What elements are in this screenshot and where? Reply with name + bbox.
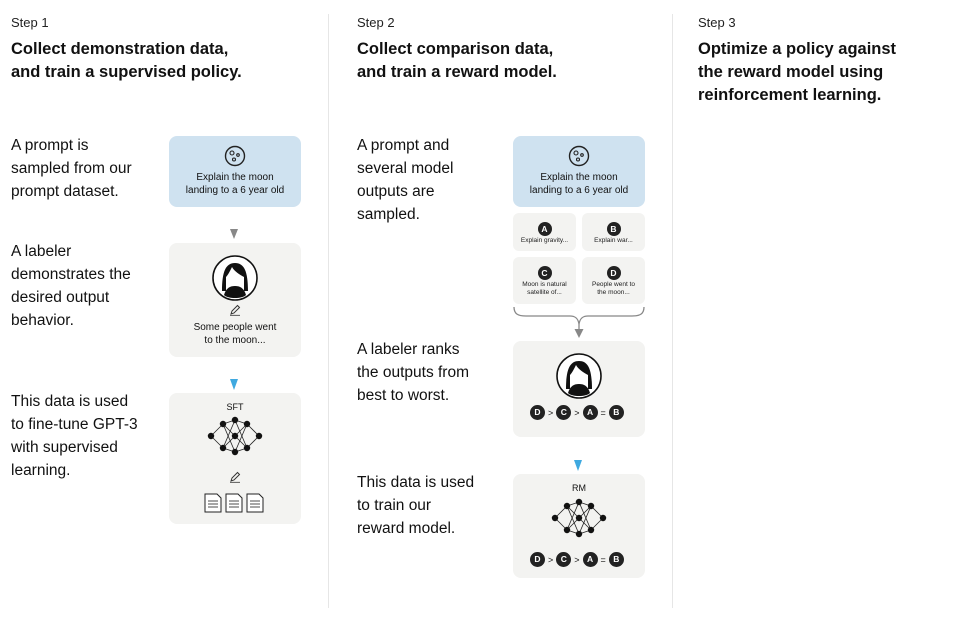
pencil-icon [230, 471, 241, 483]
neural-network-icon [207, 416, 263, 456]
output-letter-d: D [606, 266, 621, 280]
rm-rank-4-badge: B [608, 552, 624, 567]
output-card-d: D People went to the moon... [582, 257, 645, 304]
labeler-avatar-icon [212, 255, 258, 301]
rm-ranking-order: D > C > A = B [530, 552, 624, 567]
rank-op-1: > [548, 407, 554, 418]
step1-arrow-1 [230, 229, 238, 239]
ranking-order: D > C > A = B [530, 405, 624, 420]
step2-arrow-blue [574, 460, 582, 471]
pencil-icon [230, 304, 241, 316]
rm-rank-op-3: = [600, 554, 606, 565]
rank-3-badge: A [582, 405, 598, 420]
output-card-c: C Moon is natural satellite of... [513, 257, 576, 304]
output-card-b: B Explain war... [582, 213, 645, 251]
step1-arrow-2 [230, 379, 238, 390]
step2-prompt-box: Explain the moon landing to a 6 year old [513, 136, 645, 207]
step2-desc-sample: A prompt and several model outputs are s… [357, 137, 454, 223]
rank-op-2: > [574, 407, 580, 418]
column-divider-2 [672, 14, 673, 608]
sft-label: SFT [226, 402, 244, 412]
rank-4-badge: B [608, 405, 624, 420]
rm-rank-3-badge: A [582, 552, 598, 567]
step1-desc-prompt: A prompt is sampled from our prompt data… [11, 137, 132, 200]
neural-network-icon [551, 498, 607, 538]
output-text-b: Explain war... [594, 237, 633, 244]
step2-desc-train: This data is used to train our reward mo… [357, 474, 475, 537]
output-text-c: Moon is natural satellite of... [522, 281, 567, 296]
moon-icon [224, 145, 246, 167]
rm-rank-1-badge: D [530, 552, 545, 567]
step2-label: Step 2 [357, 15, 395, 30]
rm-rank-op-2: > [574, 554, 580, 565]
column-divider-1 [328, 14, 329, 608]
step1-prompt-box: Explain the moon landing to a 6 year old [169, 136, 301, 207]
rm-rank-op-1: > [548, 554, 554, 565]
step2-title: Collect comparison data, and train a rew… [357, 40, 557, 81]
step3-title: Optimize a policy against the reward mod… [698, 40, 897, 104]
output-card-a: A Explain gravity... [513, 213, 576, 251]
rank-1-badge: D [530, 405, 545, 420]
step1-sft-box: SFT [169, 393, 301, 524]
rank-2-badge: C [556, 405, 572, 420]
labeler-avatar-icon [556, 353, 602, 399]
output-letter-b: B [606, 222, 621, 236]
output-letter-a: A [537, 222, 552, 236]
step1-prompt-text: Explain the moon landing to a 6 year old [185, 172, 285, 196]
rank-op-3: = [600, 407, 606, 418]
step1-labeler-box: Some people went to the moon... [169, 243, 301, 357]
step2-rm-box: RM D > C > A = B [513, 474, 645, 578]
step1-desc-finetune: This data is used to fine-tune GPT-3 wit… [11, 393, 138, 479]
output-text-a: Explain gravity... [520, 237, 569, 244]
step2-desc-rank: A labeler ranks the outputs from best to… [357, 341, 470, 404]
output-letter-c: C [537, 266, 552, 280]
step2-prompt-text: Explain the moon landing to a 6 year old [529, 172, 629, 196]
rm-rank-2-badge: C [556, 552, 572, 567]
step1-title: Collect demonstration data, and train a … [11, 40, 242, 81]
merge-bracket [513, 306, 645, 338]
step3-label: Step 3 [698, 15, 736, 30]
step1-desc-demonstrate: A labeler demonstrates the desired outpu… [11, 243, 131, 329]
step1-label: Step 1 [11, 15, 49, 30]
documents-icon [204, 493, 264, 513]
step1-demo-text: Some people went to the moon... [193, 322, 277, 346]
output-text-d: People went to the moon... [591, 281, 635, 296]
step2-ranking-box: D > C > A = B [513, 341, 645, 437]
rm-label: RM [572, 483, 586, 493]
moon-icon [568, 145, 590, 167]
